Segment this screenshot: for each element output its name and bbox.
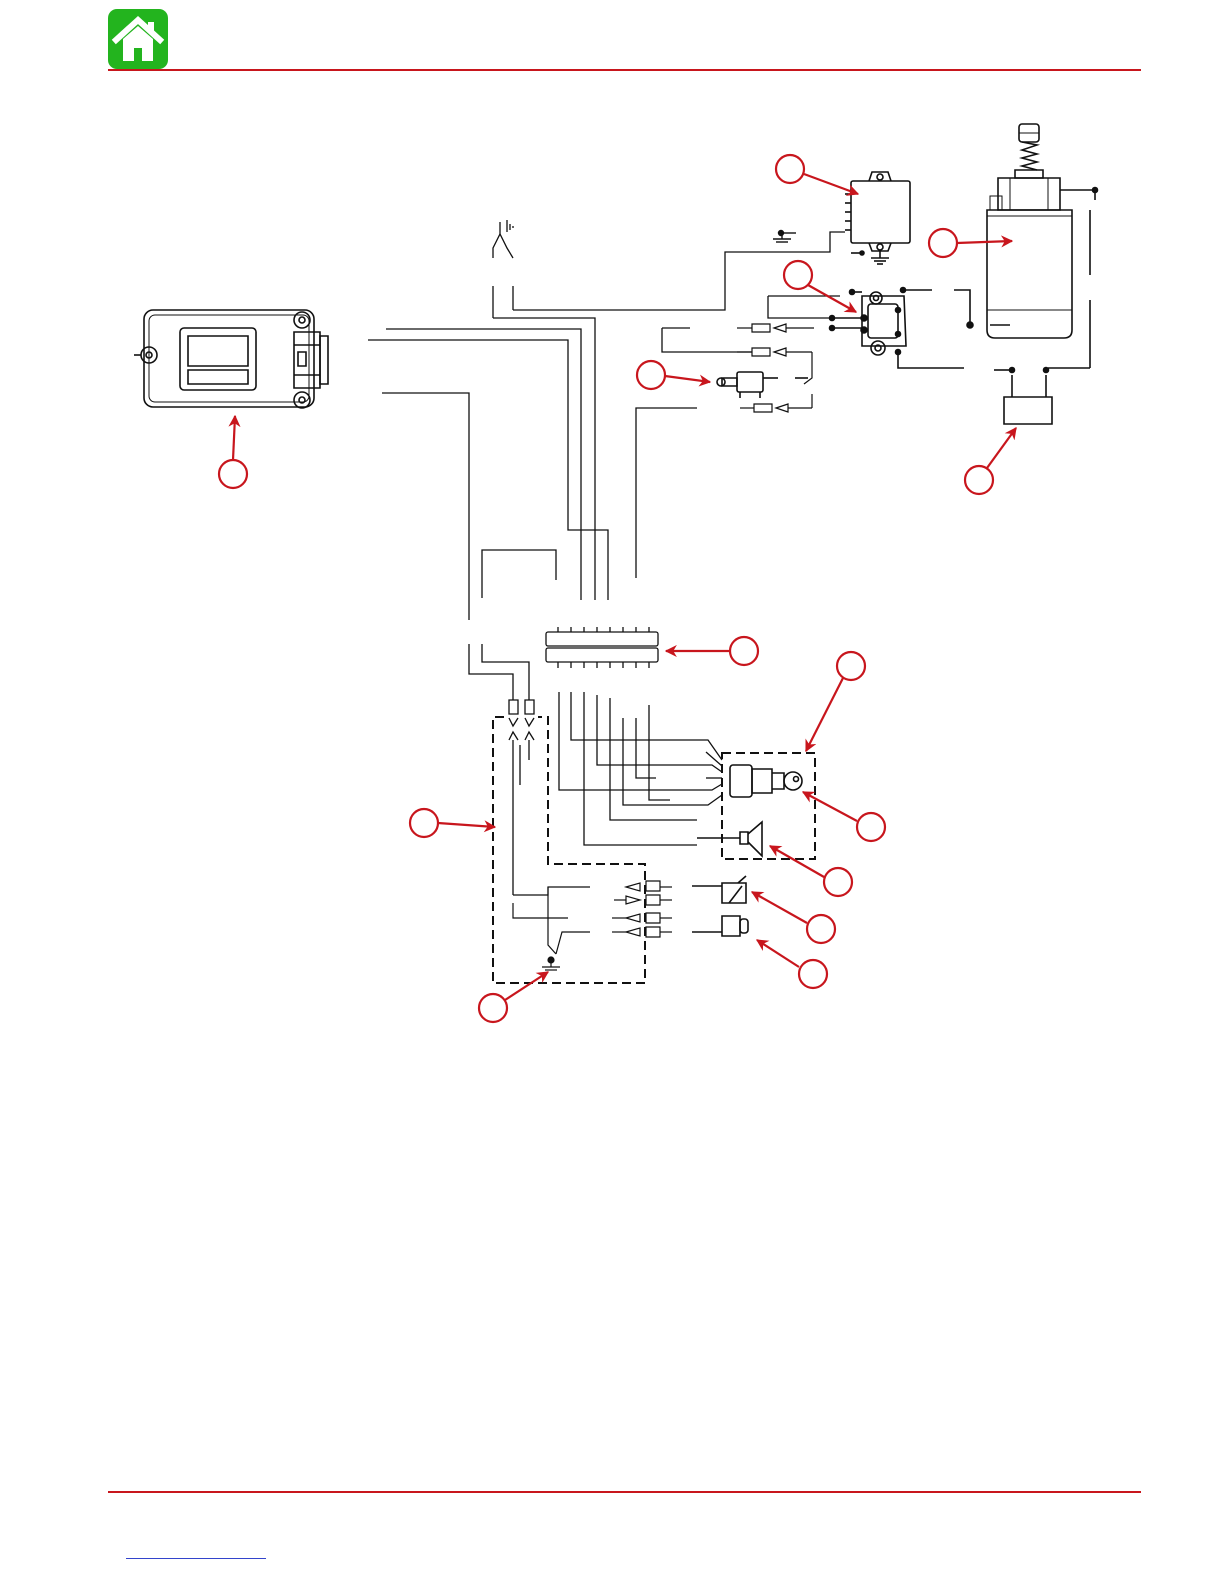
callout-solenoid (784, 261, 856, 312)
horn-icon (697, 822, 762, 856)
callout-rectifier (776, 155, 858, 194)
lanyard-switch-icon (692, 876, 746, 903)
callout-remote-control (410, 809, 495, 837)
remote-internal-wiring (513, 881, 672, 970)
callouts (219, 155, 1016, 1022)
callout-horn (770, 846, 852, 896)
switch-icon (717, 372, 808, 398)
battery-icon (994, 368, 1090, 425)
ecu-module-icon (134, 310, 328, 408)
callout-neutral-switch (637, 361, 710, 389)
callout-choke (757, 940, 827, 988)
callout-terminal-block (666, 637, 758, 665)
rectifier-icon (845, 172, 910, 264)
callout-ground (479, 972, 548, 1022)
wire-harness (368, 220, 845, 895)
solenoid-icon (830, 288, 1011, 369)
callout-battery (965, 428, 1016, 494)
key-switch-icon (730, 765, 802, 797)
remote-control-icon (493, 717, 645, 983)
starter-motor-icon (987, 124, 1098, 368)
callout-lanyard (752, 892, 835, 943)
callout-ignition-module (219, 416, 247, 488)
callout-key-box (806, 652, 865, 751)
bullet-connectors (737, 324, 814, 412)
push-button-icon (692, 916, 748, 936)
callout-starter-motor (929, 229, 1012, 257)
ground-icon (773, 231, 796, 243)
